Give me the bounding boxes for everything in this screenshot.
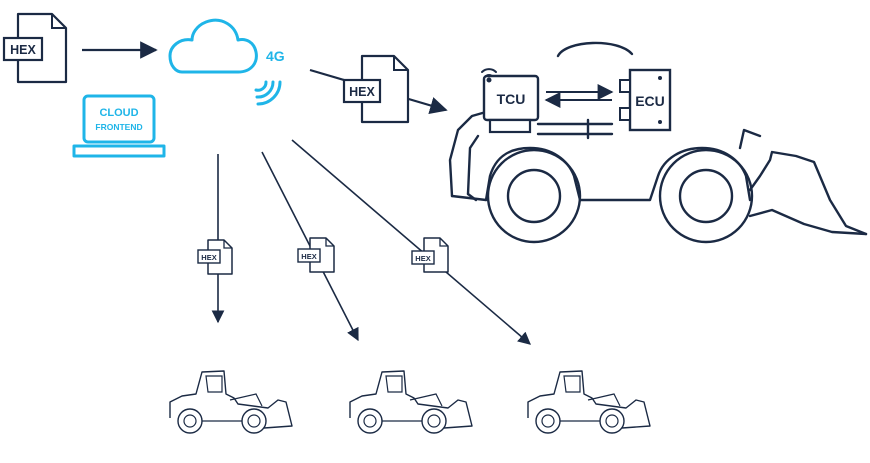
tcu-wifi-icon [481, 68, 497, 83]
tcu-unit: TCU [481, 68, 540, 134]
ecu-label: ECU [635, 93, 665, 109]
fleet-wheel-loader-3 [527, 370, 651, 434]
cloud-icon [168, 18, 258, 74]
fleet-hex-file-1: HEX [197, 239, 233, 275]
source-hex-label: HEX [10, 43, 36, 57]
fleet-wheel-loader-1 [169, 370, 293, 434]
ecu-unit: ECU [619, 68, 672, 132]
fleet-hex-label-1: HEX [201, 253, 216, 262]
fleet-hex-label-3: HEX [415, 254, 430, 263]
cloud-label: CLOUD [99, 107, 138, 119]
cloud-frontend-laptop: CLOUD FRONTEND [72, 94, 166, 158]
hex-file-icon [360, 54, 410, 124]
tcu-label: TCU [497, 91, 526, 107]
fleet-hex-label-2: HEX [301, 252, 316, 261]
transfer-hex-label: HEX [349, 85, 375, 99]
wifi-signal-icon [254, 80, 282, 106]
fleet-wheel-loader-2 [349, 370, 473, 434]
main-wheel-loader [448, 41, 868, 244]
laptop-icon [82, 94, 156, 144]
fleet-hex-file-3: HEX [411, 237, 449, 273]
frontend-label: FRONTEND [95, 122, 142, 132]
fleet-hex-file-2: HEX [297, 237, 335, 273]
network-label: 4G [266, 48, 285, 64]
fleet-arrow-3 [291, 139, 531, 345]
transfer-hex-file: HEX [342, 54, 410, 124]
source-hex-file: HEX [2, 12, 68, 84]
